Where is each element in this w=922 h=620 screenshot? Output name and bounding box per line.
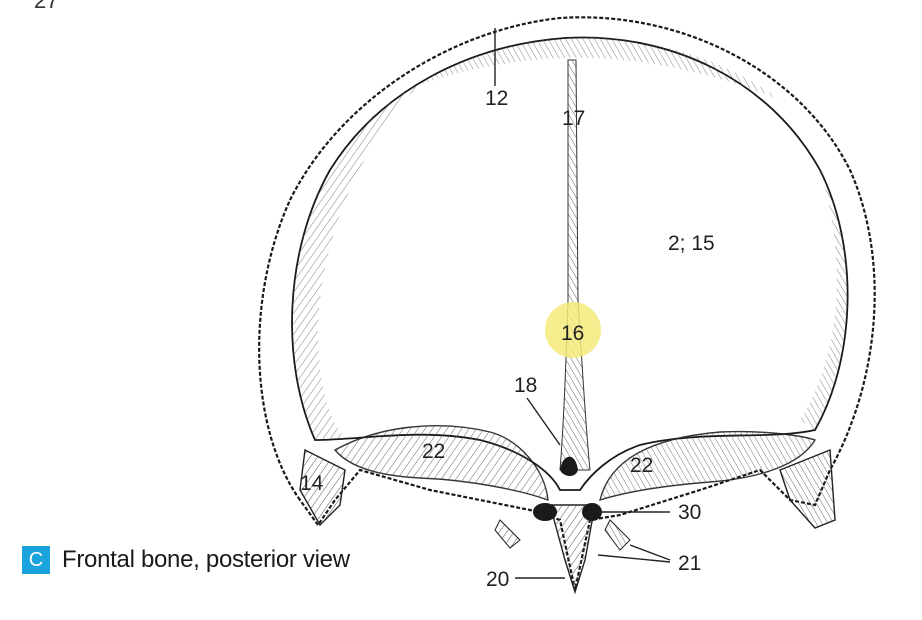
label-17: 17 bbox=[562, 107, 585, 130]
zygomatic-process-left bbox=[299, 448, 346, 527]
foramen-cecum bbox=[560, 456, 578, 476]
label-22-right: 22 bbox=[630, 454, 653, 477]
leader-21b bbox=[629, 544, 671, 561]
caption-text: Frontal bone, posterior view bbox=[62, 546, 350, 573]
label-12: 12 bbox=[485, 87, 508, 110]
label-18: 18 bbox=[514, 374, 537, 397]
label-14: 14 bbox=[300, 472, 324, 495]
label-30: 30 bbox=[678, 501, 701, 524]
label-22-left: 22 bbox=[422, 440, 445, 463]
caption-badge: C bbox=[22, 546, 50, 574]
left-wall-shading bbox=[292, 85, 420, 440]
label-20: 20 bbox=[486, 568, 509, 591]
top-rim-shading bbox=[420, 37, 780, 100]
orbital-part-left bbox=[333, 425, 549, 502]
zygomatic-process-right bbox=[779, 448, 836, 529]
frontal-sinus-right bbox=[582, 503, 602, 521]
frontal-sinus-left bbox=[533, 503, 557, 521]
label-21: 21 bbox=[678, 552, 701, 575]
leader-18 bbox=[526, 397, 561, 446]
right-wall-shading bbox=[800, 170, 848, 430]
ethmoidal-notch-right bbox=[604, 519, 631, 551]
label-16: 16 bbox=[561, 322, 584, 345]
leader-21a bbox=[597, 554, 671, 563]
page-number: 27 bbox=[34, 0, 59, 13]
orbital-part-right bbox=[599, 430, 817, 502]
ethmoidal-notch-left bbox=[494, 519, 521, 549]
label-highlight bbox=[545, 302, 601, 358]
figure-caption: C Frontal bone, posterior view bbox=[22, 546, 350, 574]
label-2-15: 2; 15 bbox=[668, 232, 715, 255]
